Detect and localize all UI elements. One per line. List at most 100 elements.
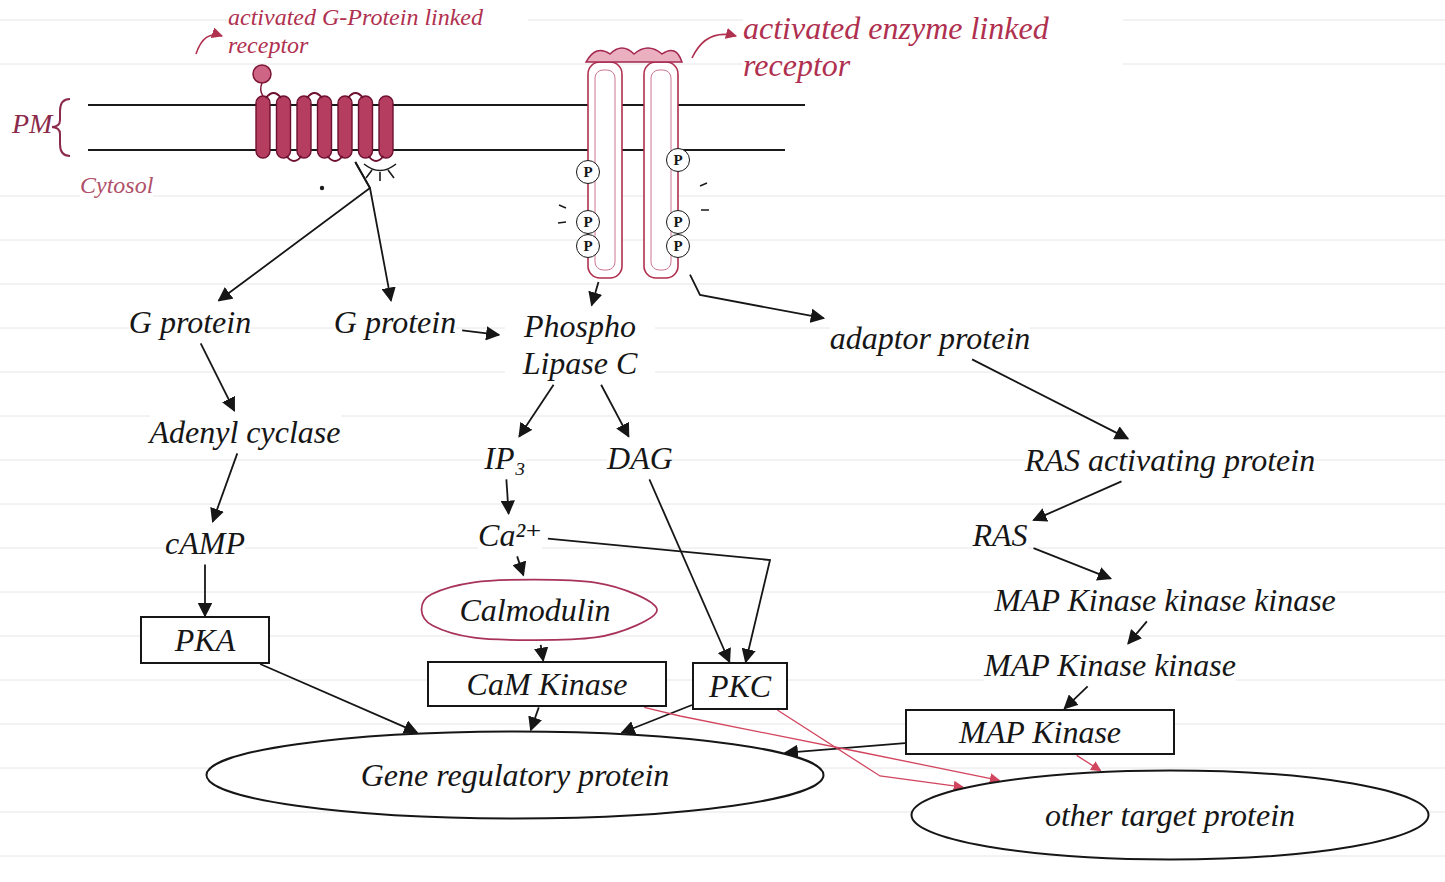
phosphate-circle: P	[576, 160, 600, 184]
kinase-box: CaM Kinase	[427, 661, 667, 708]
signal-arrow	[1077, 755, 1101, 770]
molecule-label: Phospho Lipase C	[499, 305, 661, 385]
signal-arrow	[204, 564, 206, 616]
molecule-name: CaM Kinase	[467, 666, 628, 703]
g-protein-receptor: activated G-Protein linked receptor	[248, 62, 406, 162]
ligand	[253, 65, 271, 83]
ellipse-outline	[912, 771, 1429, 860]
molecule-name: PKC	[709, 668, 771, 705]
signal-arrow	[649, 479, 729, 662]
phosphate-circle: P	[576, 234, 600, 258]
region-label: Cytosol	[80, 172, 153, 200]
molecule-name: Calmodulin	[459, 592, 610, 629]
ruled-lines	[0, 20, 1445, 856]
calmodulin-blob: Calmodulin	[410, 575, 660, 645]
molecule-label: G protein	[123, 301, 257, 344]
signal-arrow	[785, 743, 905, 753]
phosphate-mark: P	[583, 215, 592, 230]
molecule-label: adaptor protein	[824, 317, 1037, 360]
phosphate-circle: P	[666, 148, 690, 172]
molecule-label: RAS	[966, 514, 1033, 557]
molecule-name: Adenyl cyclase	[150, 414, 341, 451]
signal-arrow	[541, 645, 544, 661]
molecule-name: PKA	[175, 622, 235, 659]
molecule-label: MAP Kinase kinase kinase	[988, 579, 1342, 622]
signal-arrow	[213, 453, 238, 521]
dot-mark	[320, 186, 324, 190]
molecule-name: Ca²⁺	[478, 517, 542, 554]
signal-arrow	[506, 479, 508, 513]
phosphate-mark: P	[673, 239, 682, 254]
molecule-name: MAP Kinase kinase kinase	[994, 582, 1336, 619]
callout-arrow	[196, 35, 222, 54]
kinase-box: PKA	[140, 616, 270, 664]
enzyme-linked-receptor: activated enzyme linked receptorPPPPPP	[578, 40, 690, 282]
molecule-name: Phospho Lipase C	[505, 308, 655, 382]
helix	[379, 96, 393, 158]
receptor-drawing	[248, 62, 406, 162]
callout-arrow	[692, 34, 736, 58]
signal-arrow	[201, 343, 235, 410]
phosphate-mark: P	[583, 165, 592, 180]
helix-loops	[266, 93, 384, 161]
molecule-name: other target protein	[1045, 797, 1295, 834]
helix	[256, 96, 270, 158]
signal-arrow	[260, 664, 417, 732]
phosphate-circle: P	[666, 210, 690, 234]
signal-arrow	[972, 359, 1128, 438]
signal-arrow	[355, 162, 391, 301]
molecule-name: G protein	[129, 304, 251, 341]
signal-arrow	[517, 556, 523, 575]
signal-arrow	[1128, 621, 1147, 643]
signal-arrow	[462, 330, 499, 335]
molecule-label: RAS activating protein	[1019, 439, 1321, 482]
molecule-label: IP₃	[478, 437, 531, 480]
signal-arrow	[592, 282, 599, 305]
membrane-line	[88, 104, 805, 106]
molecule-label: MAP Kinase kinase	[978, 644, 1242, 687]
helix	[359, 96, 373, 158]
signal-arrow	[690, 275, 824, 318]
helix	[297, 96, 311, 158]
phosphate-circle: P	[576, 210, 600, 234]
signal-arrow	[219, 162, 370, 301]
signal-arrow	[1034, 481, 1122, 520]
signal-arrow	[531, 707, 539, 730]
molecule-name: DAG	[607, 440, 673, 477]
molecule-name: cAMP	[165, 525, 245, 562]
molecule-name: MAP Kinase	[959, 714, 1121, 751]
phosphate-circle: P	[666, 234, 690, 258]
molecule-label: DAG	[601, 437, 679, 480]
helix	[338, 96, 352, 158]
phosphate-mark: P	[673, 153, 682, 168]
molecule-name: adaptor protein	[830, 320, 1031, 357]
membrane-bracket	[51, 99, 70, 156]
molecule-label: G protein	[328, 301, 462, 344]
signal-arrow	[1034, 548, 1111, 578]
molecule-name: RAS activating protein	[1025, 442, 1315, 479]
signal-arrow	[1064, 686, 1087, 708]
signal-arrow	[601, 385, 629, 437]
region-label: PM	[12, 108, 52, 140]
molecule-name: RAS	[972, 517, 1027, 554]
molecule-name: MAP Kinase kinase	[984, 647, 1236, 684]
molecule-label: Ca²⁺	[472, 514, 548, 557]
target-ellipse: Gene regulatory protein	[205, 730, 825, 820]
phosphate-mark: P	[673, 215, 682, 230]
callout-label: activated enzyme linked receptor	[743, 10, 1123, 84]
activation-marks	[364, 164, 396, 181]
blob-outline	[422, 580, 657, 640]
kinase-box: MAP Kinase	[905, 709, 1175, 756]
helix	[318, 96, 332, 158]
molecule-label: Adenyl cyclase	[144, 411, 347, 454]
signal-arrow	[622, 705, 692, 733]
ligand	[586, 48, 682, 62]
ligand-stem	[261, 83, 263, 96]
molecule-name: IP₃	[484, 440, 525, 477]
kinase-box: PKC	[692, 662, 788, 710]
molecule-label: cAMP	[159, 522, 251, 565]
molecule-name: Gene regulatory protein	[361, 757, 670, 794]
